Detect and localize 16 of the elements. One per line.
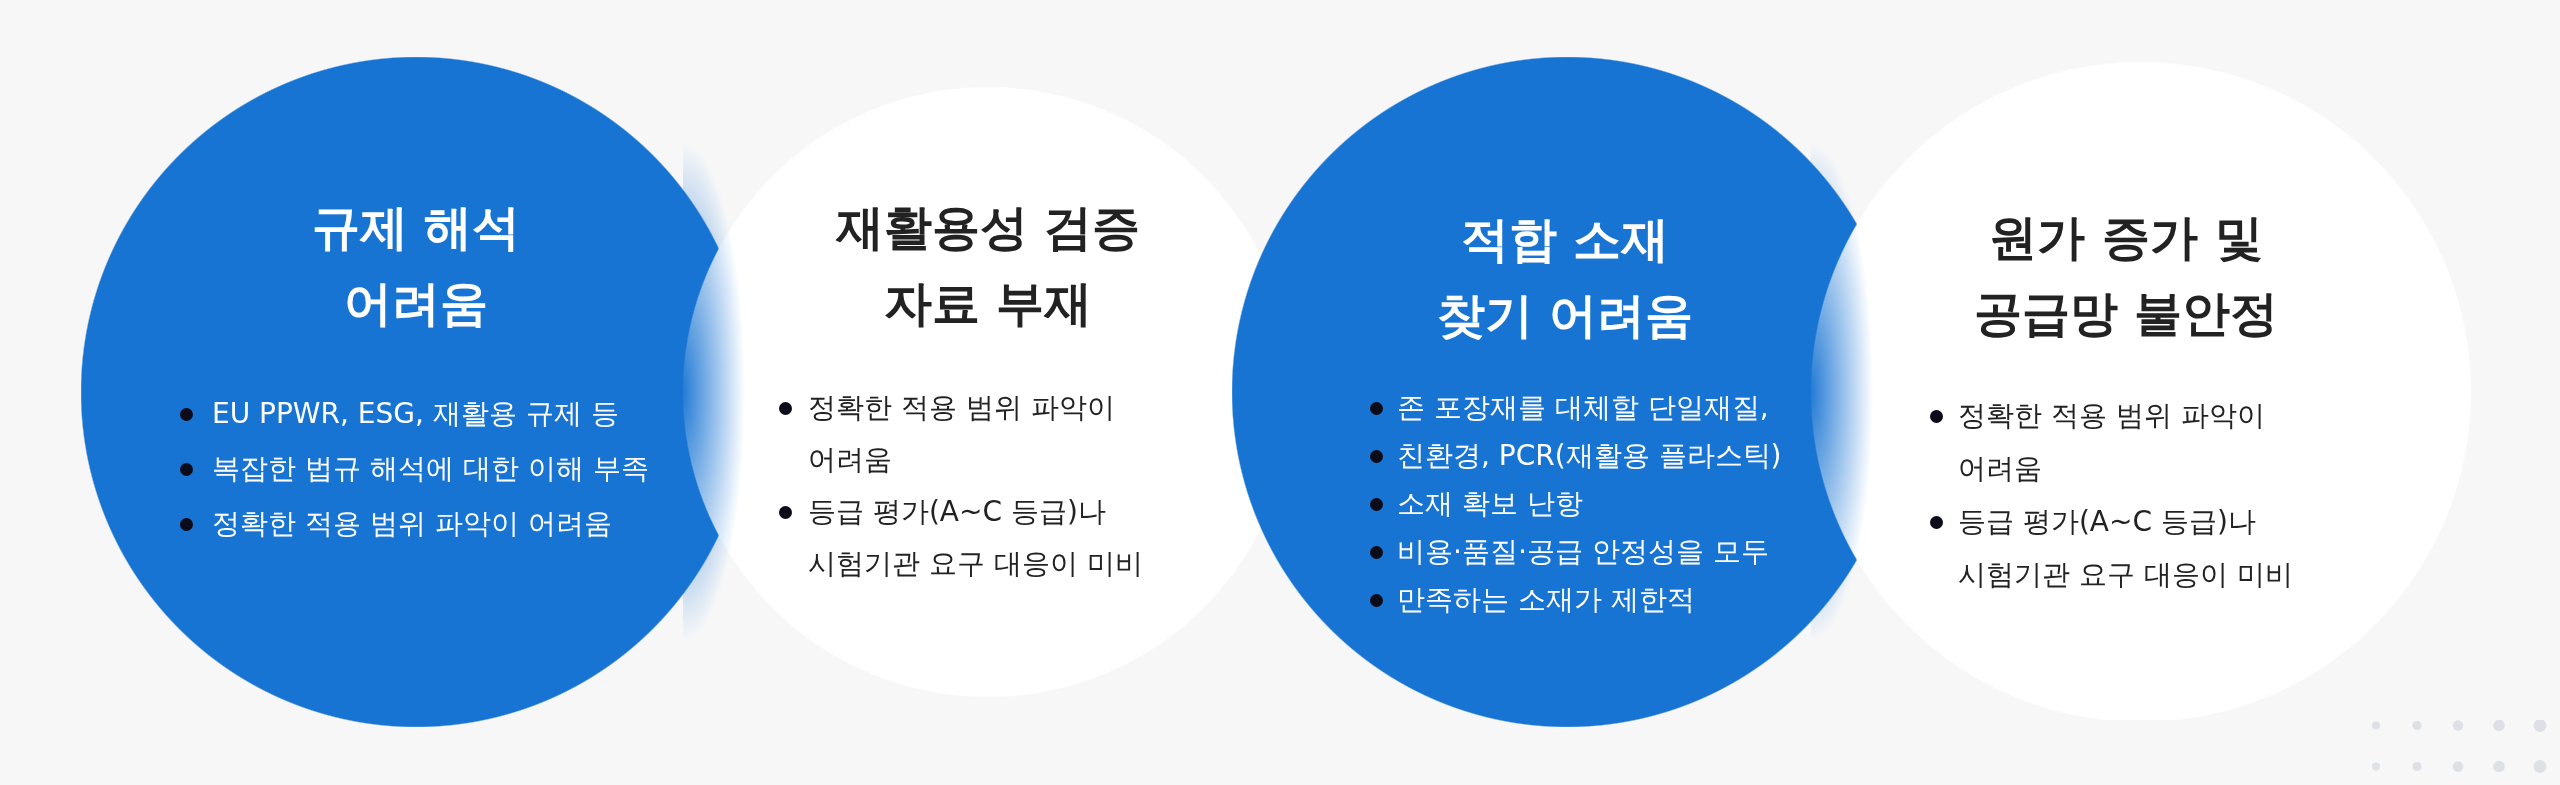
circle-title: 규제 해석 어려움 — [310, 198, 522, 333]
bullet-item: 비용·품질·공급 안정성을 모두 — [1397, 528, 1807, 576]
bullet-item: 정확한 적용 범위 파악이 어려움 — [808, 382, 1153, 486]
bullet-item: 등급 평가(A~C 등급)나 시험기관 요구 대응이 미비 — [1958, 495, 2303, 601]
bullet-item: 존 포장재를 대체할 단일재질, — [1397, 384, 1807, 432]
bullet-item: 친환경, PCR(재활용 플라스틱) — [1397, 432, 1807, 480]
bullet-item: EU PPWR, ESG, 재활용 규제 등 — [212, 386, 672, 441]
bullet-item: 등급 평가(A~C 등급)나 시험기관 요구 대응이 미비 — [808, 486, 1153, 590]
bullet-item: 소재 확보 난항 — [1397, 480, 1807, 528]
bullet-item: 정확한 적용 범위 파악이 어려움 — [212, 496, 672, 551]
bullet-item: 복잡한 법규 해석에 대한 이해 부족 — [212, 441, 672, 496]
bullet-item: 만족하는 소재가 제한적 — [1397, 576, 1807, 624]
circle-title: 재활용성 검증 자료 부재 — [834, 198, 1142, 333]
circle-title: 적합 소재 찾기 어려움 — [1435, 210, 1695, 345]
circle-title: 원가 증가 및 공급망 불안정 — [1972, 208, 2280, 343]
bullet-item: 정확한 적용 범위 파악이 어려움 — [1958, 389, 2303, 495]
